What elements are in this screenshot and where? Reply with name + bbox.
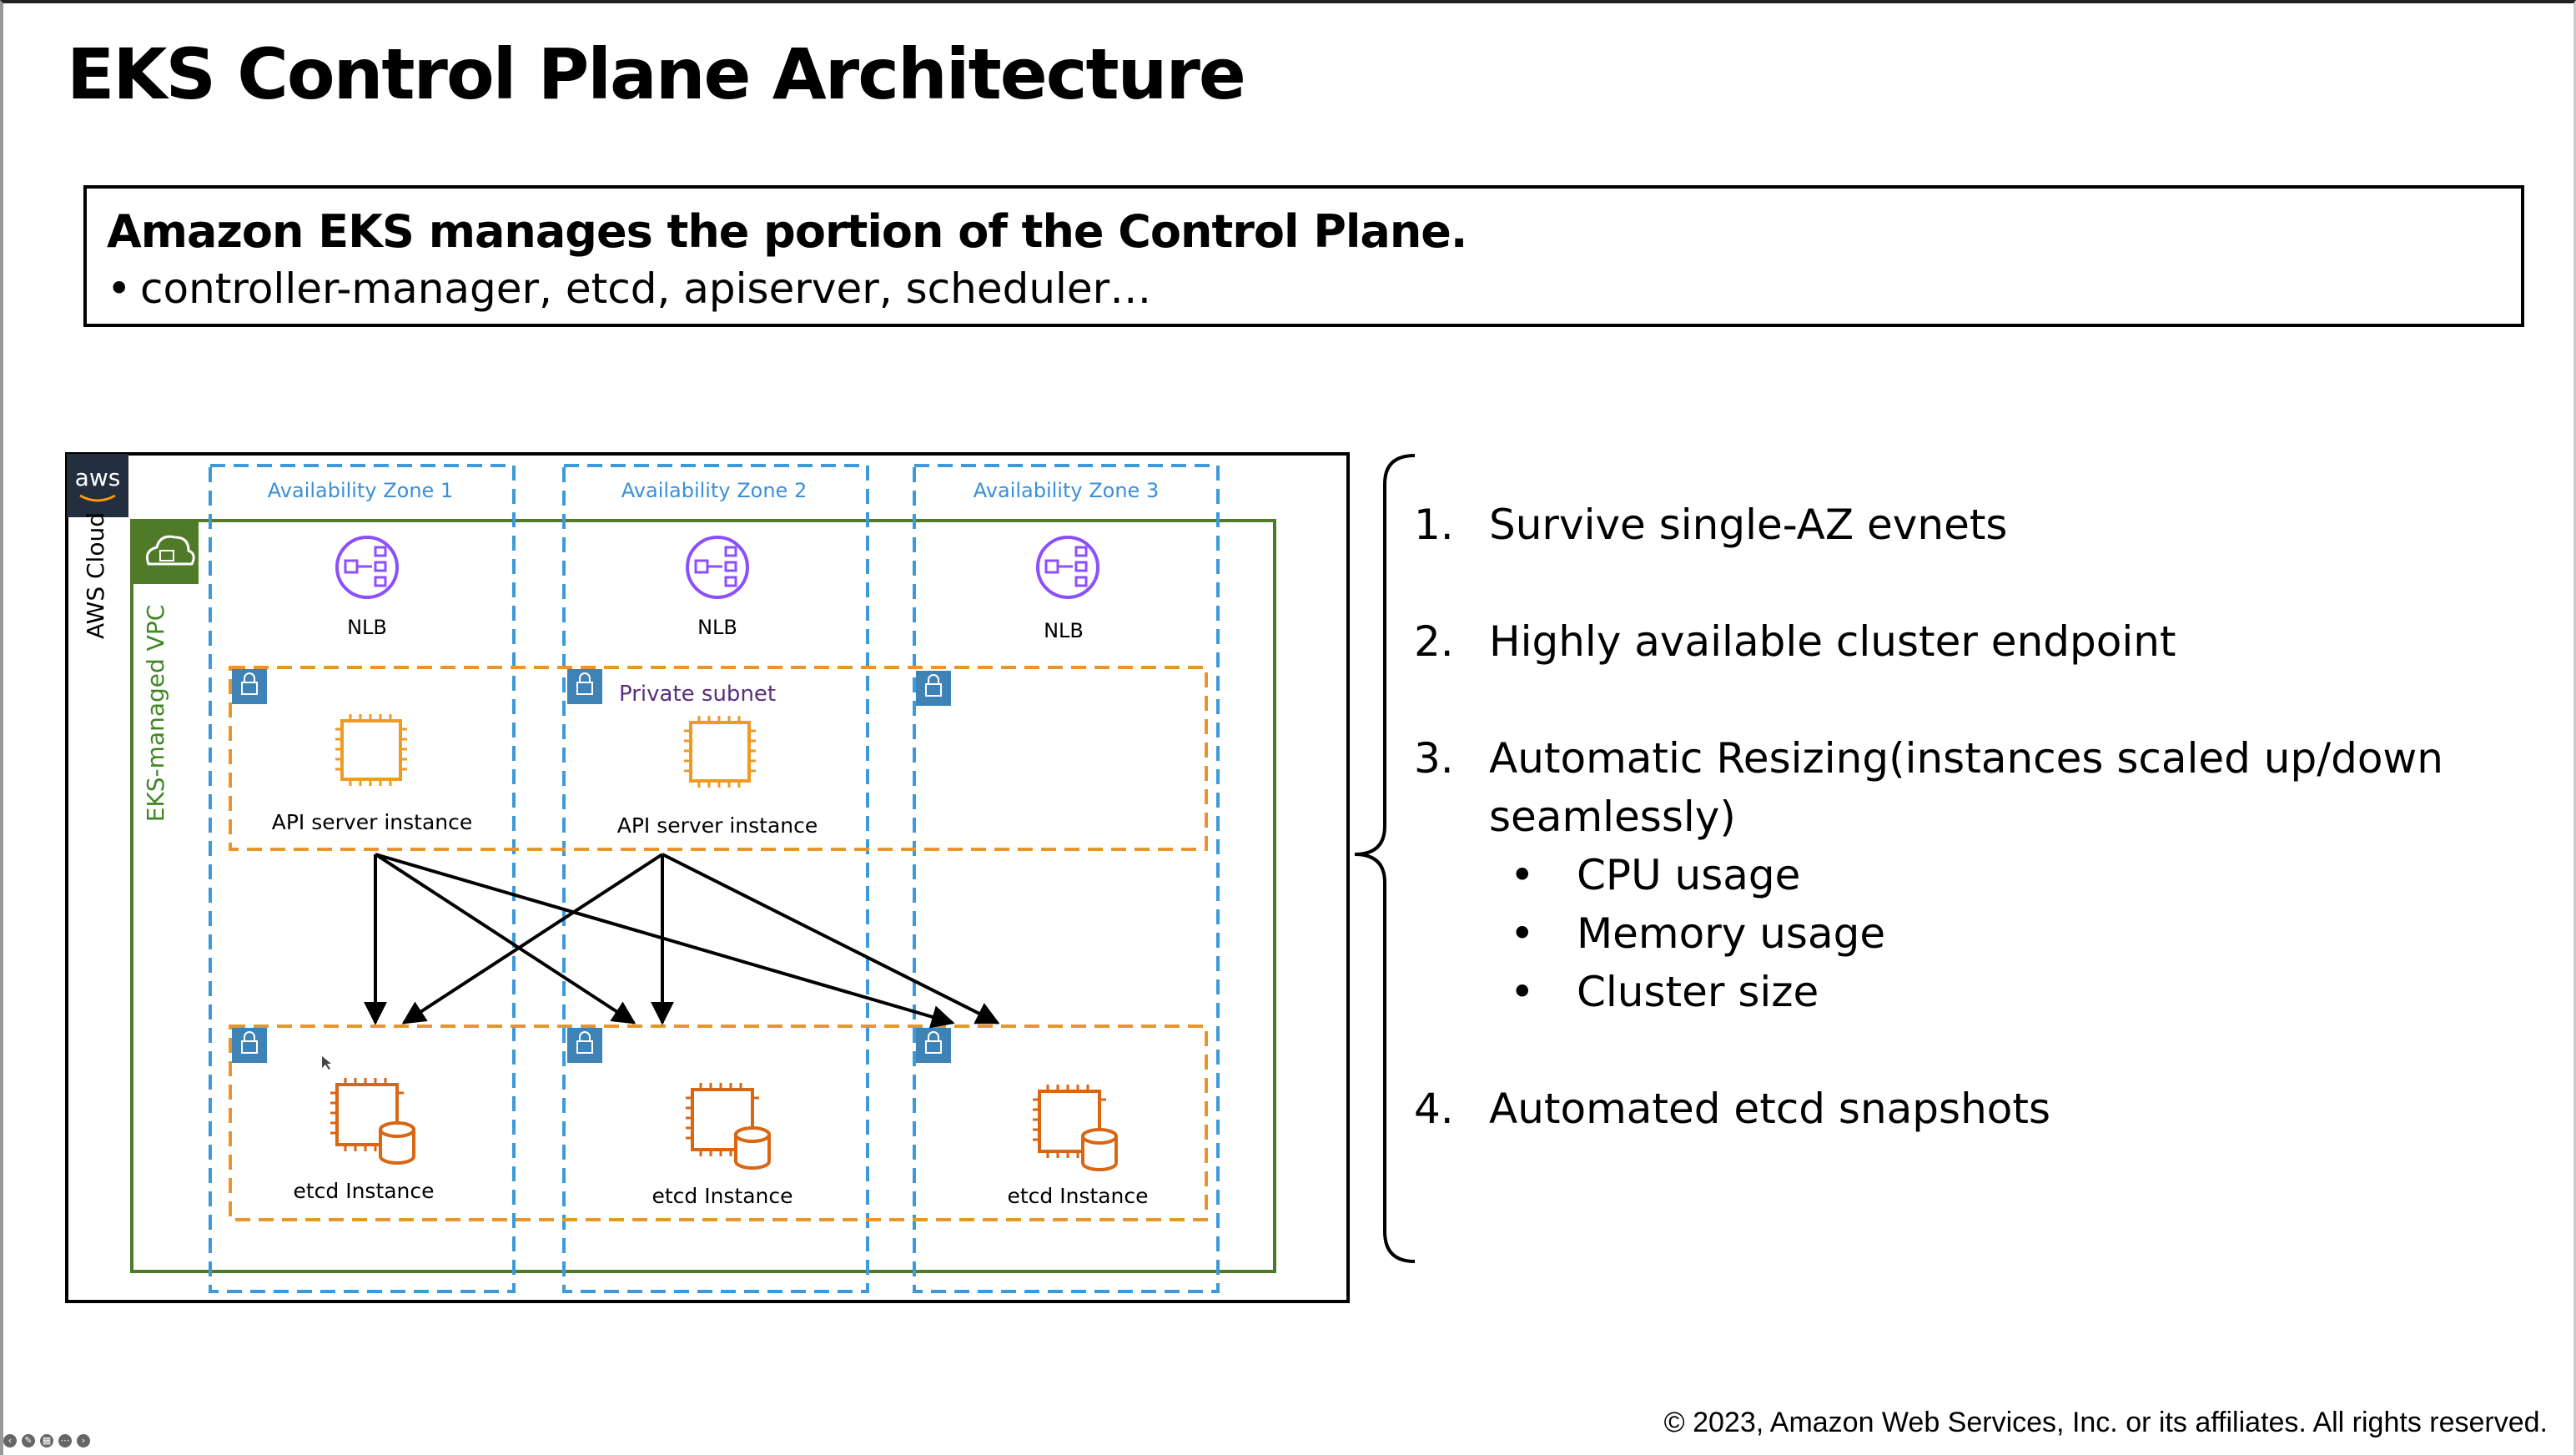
etcd-label-3: etcd Instance	[1007, 1184, 1148, 1208]
az-1-boundary	[209, 464, 516, 1293]
aws-cloud-label: AWS Cloud	[82, 512, 109, 639]
chip-icon	[335, 714, 407, 786]
lock-icon	[232, 1028, 267, 1063]
slide-title: EKS Control Plane Architecture	[67, 33, 1246, 115]
summary-bullet: •controller-manager, etcd, apiserver, sc…	[107, 264, 2501, 313]
presentation-toolbar: ‹ ✎ ▦ ⋯ ›	[3, 1432, 90, 1450]
vpc-badge	[132, 521, 199, 584]
feature-text: Survive single-AZ evnets	[1489, 501, 2008, 549]
forward-icon[interactable]: ›	[77, 1434, 90, 1447]
feature-text: Automatic Resizing(instances scaled up/d…	[1489, 734, 2443, 783]
aws-logo-text: aws	[75, 464, 121, 491]
feature-text-cont: seamlessly)	[1489, 793, 1736, 841]
etcd-label-2: etcd Instance	[652, 1184, 792, 1208]
lock-icon	[567, 1028, 602, 1063]
arrow-api2-etcd1	[401, 853, 664, 1025]
sub-bullet: •	[1510, 851, 1535, 899]
summary-box: Amazon EKS manages the portion of the Co…	[83, 185, 2524, 327]
feature-text: Automated etcd snapshots	[1489, 1085, 2051, 1133]
private-subnet-etcd	[229, 1025, 1208, 1221]
back-icon[interactable]: ‹	[3, 1434, 17, 1447]
load-balancer-icon	[686, 536, 749, 599]
chip-icon	[684, 716, 756, 788]
sub-bullet: •	[1510, 909, 1535, 958]
chip-database-icon	[686, 1083, 771, 1170]
vpc-label: EKS-managed VPC	[142, 605, 169, 823]
arrow-api1-etcd2	[374, 853, 636, 1025]
az-2-label: Availability Zone 2	[621, 479, 807, 502]
copyright-footer: © 2023, Amazon Web Services, Inc. or its…	[1663, 1407, 2548, 1438]
grouping-brace	[1354, 454, 1416, 1263]
lock-icon	[232, 669, 267, 704]
api-server-label-1: API server instance	[272, 810, 473, 834]
feature-number: 3.	[1414, 734, 1454, 783]
bullet-dot: •	[107, 264, 132, 313]
az-3-boundary	[913, 464, 1220, 1293]
lock-icon	[916, 1028, 951, 1063]
lock-icon	[916, 671, 951, 706]
connection-arrows	[364, 853, 1000, 1029]
sub-item-text: CPU usage	[1577, 851, 1801, 899]
lock-icon	[567, 669, 602, 704]
feature-text: Highly available cluster endpoint	[1489, 617, 2176, 666]
aws-logo: aws	[67, 454, 128, 517]
cursor-icon	[322, 1056, 331, 1070]
aws-cloud-boundary	[65, 452, 1350, 1303]
feature-number: 2.	[1414, 617, 1454, 666]
private-subnet-label: Private subnet	[619, 682, 776, 707]
nlb-label-3: NLB	[1044, 619, 1084, 642]
sub-item-text: Cluster size	[1577, 968, 1819, 1016]
nlb-label-1: NLB	[347, 616, 387, 639]
az-3-label: Availability Zone 3	[974, 479, 1159, 502]
feature-number: 4.	[1414, 1085, 1454, 1133]
slides-icon[interactable]: ▦	[40, 1434, 53, 1447]
vpc-boundary	[130, 519, 1276, 1273]
nlb-label-2: NLB	[697, 616, 737, 639]
sub-item-text: Memory usage	[1577, 909, 1886, 958]
az-2-boundary	[562, 464, 869, 1293]
sub-bullet: •	[1510, 968, 1535, 1016]
arrow-api2-etcd3	[662, 853, 1000, 1025]
chip-database-icon	[1033, 1085, 1118, 1171]
private-subnet-api	[229, 666, 1208, 851]
summary-bullet-text: controller-manager, etcd, apiserver, sch…	[140, 264, 1152, 313]
az-1-label: Availability Zone 1	[268, 479, 453, 502]
chip-database-icon	[330, 1078, 415, 1165]
summary-heading: Amazon EKS manages the portion of the Co…	[107, 205, 1467, 258]
cloud-lock-icon	[159, 550, 174, 561]
more-icon[interactable]: ⋯	[58, 1434, 72, 1447]
load-balancer-icon	[1036, 536, 1099, 599]
api-server-label-2: API server instance	[617, 813, 818, 838]
etcd-label-1: etcd Instance	[293, 1179, 434, 1203]
load-balancer-icon	[335, 536, 399, 599]
pen-icon[interactable]: ✎	[22, 1434, 35, 1447]
feature-number: 1.	[1414, 501, 1454, 549]
